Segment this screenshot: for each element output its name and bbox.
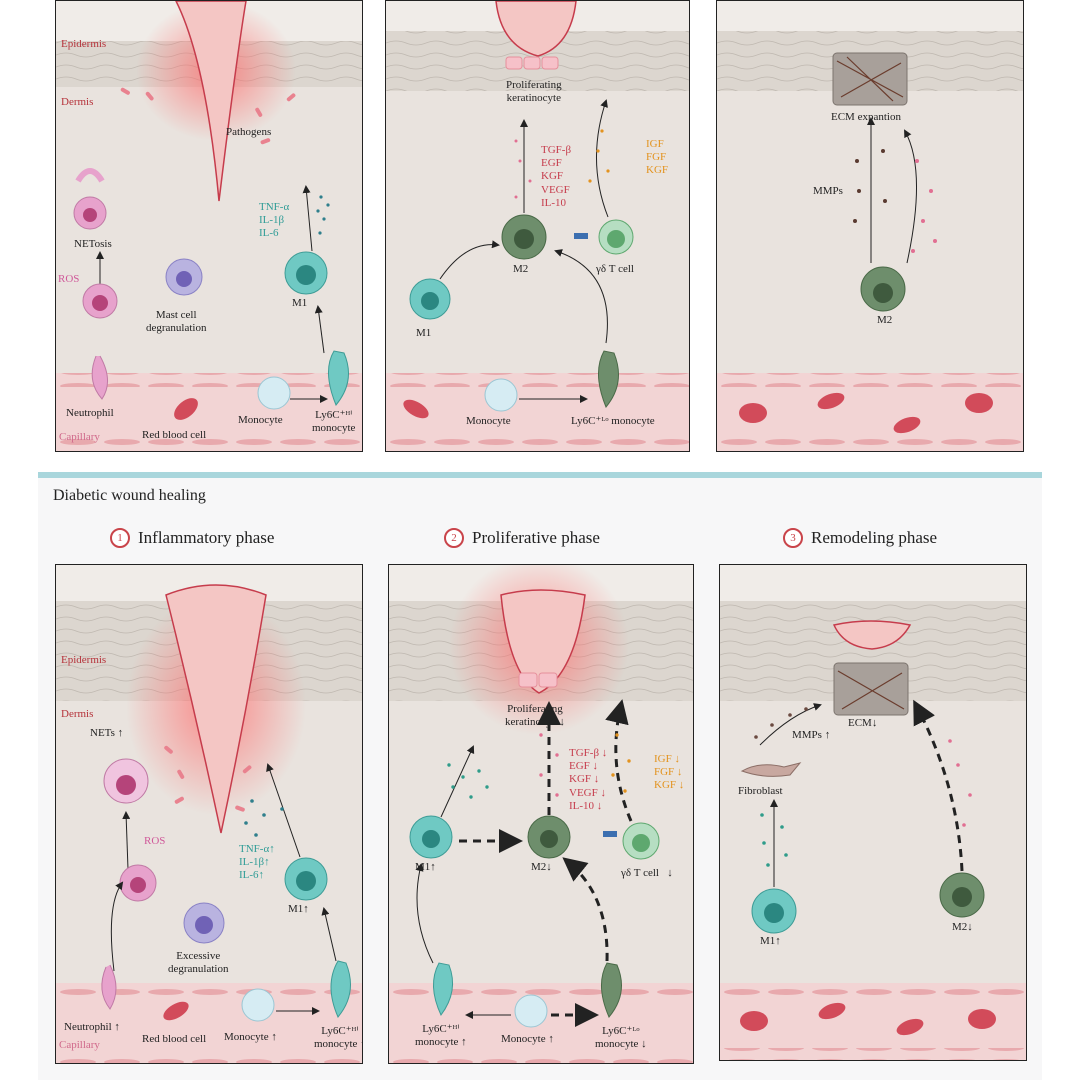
diabetic-remodeling-panel: ECM↓ MMPs ↑ Fibroblast M1↑ M2↓ (719, 564, 1027, 1061)
neutrophil-label: Neutrophil (66, 407, 114, 419)
cytokines-label: TNF-α IL-1β IL-6 (259, 201, 290, 240)
rbc-label: Red blood cell (142, 429, 207, 441)
wound-icon (500, 589, 586, 694)
monocyte-label: Monocyte (466, 415, 511, 427)
mast-cell-label: Mast cell degranulation (146, 309, 207, 334)
dermis-label: Dermis (61, 708, 94, 720)
gd-label: γδ T cell (596, 263, 634, 275)
phase-proliferative: 2 Proliferative phase (444, 528, 600, 548)
capillary-label: Capillary (59, 1039, 100, 1051)
growth-red-label: TGF-β ↓ EGF ↓ KGF ↓ VEGF ↓ IL-10 ↓ (569, 747, 608, 812)
diabetic-section-title: Diabetic wound healing (53, 487, 206, 504)
ly6c-lo-label: Ly6C⁺ᴸᵒ monocyte (571, 415, 655, 427)
prolif-label: Proliferating keratinocyte↓ (505, 703, 565, 728)
wound-icon (495, 1, 577, 57)
phase-number-badge: 3 (783, 528, 803, 548)
phase-number-badge: 2 (444, 528, 464, 548)
ly6c-hi-label: Ly6C⁺ᴴⁱ monocyte ↑ (314, 1025, 362, 1050)
m1-label: M1 (416, 327, 432, 339)
dermis-label: Dermis (61, 96, 94, 108)
m1-label: M1↑ (415, 861, 436, 873)
epidermis-label: Epidermis (61, 38, 107, 50)
fibroblast-label: Fibroblast (738, 785, 783, 797)
mmps-label: MMPs (813, 185, 843, 197)
ly6c-hi-label: Ly6C⁺ᴴⁱ monocyte ↑ (415, 1023, 467, 1048)
cytokines-label: TNF-α↑ IL-1β↑ IL-6↑ (239, 843, 275, 882)
phase-number-badge: 1 (110, 528, 130, 548)
top-proliferative-panel: Proliferating keratinocyte TGF-β EGF KGF… (385, 0, 690, 452)
wound-icon (175, 1, 247, 202)
m2-label: M2↓ (952, 921, 973, 933)
m1-label: M1↑ (288, 903, 309, 915)
phase-label: Remodeling phase (811, 528, 938, 547)
wound-icon (165, 584, 267, 834)
top-panel3-illustration (717, 1, 1023, 451)
ecm-label: ECM↓ (848, 717, 878, 729)
phase-inflammatory: 1 Inflammatory phase (110, 528, 274, 548)
ly6c-lo-label: Ly6C⁺ᴸᵒ monocyte ↓ (595, 1025, 647, 1050)
epidermis-label: Epidermis (61, 654, 107, 666)
phase-label: Proliferative phase (472, 528, 600, 547)
pathogens-label: Pathogens (226, 126, 272, 138)
nets-label: NETs ↑ (90, 727, 124, 739)
section-divider (38, 472, 1042, 478)
diabetic-proliferative-panel: Proliferating keratinocyte↓ TGF-β ↓ EGF … (388, 564, 694, 1064)
netosis-label: NETosis (74, 238, 112, 250)
ecm-icon (833, 662, 909, 716)
phase-remodeling: 3 Remodeling phase (783, 528, 937, 548)
monocyte-label: Monocyte ↑ (501, 1033, 554, 1045)
m2-label: M2 (513, 263, 529, 275)
top-panel2-illustration (386, 1, 689, 451)
mmps-label: MMPs ↑ (792, 729, 831, 741)
bottom-panel1-illustration (56, 565, 362, 1063)
bottom-panel3-illustration (720, 565, 1026, 1060)
m1-label: M1↑ (760, 935, 781, 947)
m2-label: M2↓ (531, 861, 552, 873)
excessive-degranulation-label: Excessive degranulation (168, 950, 229, 975)
neutrophil-label: Neutrophil ↑ (64, 1021, 120, 1033)
ecm-label: ECM expantion (831, 111, 901, 123)
growth-orange-label: IGF FGF KGF (646, 138, 669, 177)
m1-label: M1 (292, 297, 308, 309)
growth-red-label: TGF-β EGF KGF VEGF IL-10 (541, 144, 572, 209)
wound-icon (832, 620, 912, 650)
monocyte-label: Monocyte ↑ (224, 1031, 277, 1043)
capillary-label: Capillary (59, 431, 100, 443)
ros-label: ROS (58, 273, 80, 285)
m2-label: M2 (877, 314, 893, 326)
bottom-panel2-illustration (389, 565, 693, 1063)
rbc-label: Red blood cell (142, 1033, 207, 1045)
top-panel1-illustration (56, 1, 362, 451)
top-inflammatory-panel: Epidermis Dermis Pathogens NETosis ROS M… (55, 0, 363, 452)
growth-orange-label: IGF ↓ FGF ↓ KGF ↓ (654, 753, 685, 792)
phase-label: Inflammatory phase (138, 528, 275, 547)
monocyte-label: Monocyte (238, 414, 283, 426)
ly6c-hi-label: Ly6C⁺ᴴⁱ monocyte (312, 409, 356, 434)
top-remodeling-panel: ECM expantion MMPs M2 (716, 0, 1024, 452)
prolif-label: Proliferating keratinocyte (506, 79, 562, 104)
gd-label: γδ T cell ↓ (621, 867, 673, 879)
ros-label: ROS (144, 835, 166, 847)
diabetic-inflammatory-panel: Epidermis Dermis NETs ↑ ROS Excessive de… (55, 564, 363, 1064)
